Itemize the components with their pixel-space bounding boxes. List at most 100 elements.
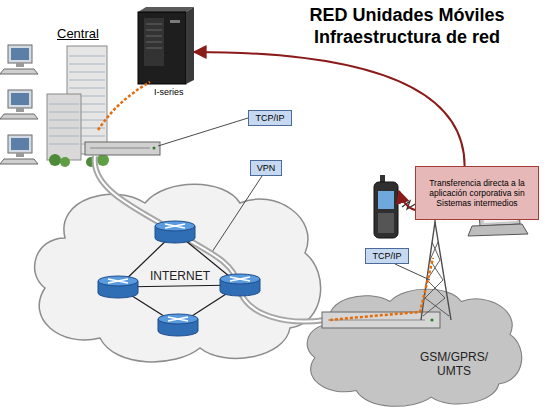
keyboard — [0, 159, 38, 164]
router-link — [175, 232, 240, 285]
shape-part — [47, 94, 81, 160]
shape-part — [49, 104, 79, 144]
node-label: TCP/IP — [372, 251, 401, 261]
shape-part — [146, 24, 162, 48]
shape-part — [170, 20, 180, 23]
computer-icon — [0, 90, 38, 119]
antenna — [433, 204, 437, 214]
monitor — [8, 135, 32, 153]
rack-device — [85, 142, 160, 155]
keyboard — [0, 69, 38, 74]
node-label: GSM/GPRS/ UMTS — [408, 350, 500, 378]
router-top — [98, 276, 138, 286]
shape-part — [300, 285, 525, 407]
laptop-base — [468, 224, 528, 236]
router-links — [118, 232, 240, 325]
screen — [11, 93, 29, 105]
shape-part — [307, 289, 522, 406]
network-cloud: GSM/GPRS/ UMTS — [300, 285, 525, 407]
mobile-terminal — [374, 182, 398, 238]
phone-keypad — [378, 213, 394, 233]
leader-line — [212, 176, 262, 252]
transfer-arrow — [194, 52, 465, 166]
vpn-tunnel — [95, 156, 325, 321]
phone-screen — [378, 191, 394, 209]
node-label: VPN — [257, 163, 276, 173]
router-symbol — [158, 314, 198, 336]
shape-part — [97, 154, 109, 166]
node-label: I-series — [154, 87, 194, 97]
protocol-tag: TCP/IP — [365, 248, 409, 264]
monitor — [8, 45, 32, 63]
server-node: I-series — [136, 6, 194, 98]
shape-part — [144, 18, 164, 66]
cell-tower — [421, 210, 451, 320]
tower-leg — [421, 222, 435, 320]
node-label: TCP/IP — [255, 113, 284, 123]
radio-link — [330, 258, 433, 320]
screen — [11, 138, 29, 150]
tower-bracing — [423, 242, 449, 316]
laptop-screen — [482, 201, 517, 223]
monitor-stand — [16, 108, 24, 112]
shape-part — [45, 26, 117, 168]
router-body — [98, 281, 138, 298]
router-body — [158, 319, 198, 336]
router-body — [155, 226, 195, 243]
rack-led — [430, 318, 433, 321]
node-label: Central — [57, 26, 115, 41]
rack-led — [153, 147, 156, 150]
router-symbol — [155, 221, 195, 243]
router-link — [118, 232, 175, 287]
router-arrows — [168, 317, 188, 321]
router-link — [118, 285, 240, 287]
rack-detail — [90, 148, 150, 149]
leader-line — [395, 264, 430, 280]
antenna — [440, 208, 448, 221]
router-body — [220, 279, 260, 296]
transfer-arrow — [399, 191, 415, 210]
router-symbol — [98, 276, 138, 298]
router-link — [178, 285, 240, 325]
building-node: Central — [45, 26, 117, 168]
router-link — [118, 287, 178, 325]
shape-part — [138, 7, 194, 12]
phone-antenna — [380, 175, 385, 184]
shape-part — [35, 184, 321, 362]
computer-icon — [0, 135, 38, 164]
tower-leg — [435, 222, 451, 320]
laptop-lid — [478, 198, 520, 226]
shape-part — [60, 157, 70, 167]
computer-icon — [0, 45, 38, 74]
router-arrows — [165, 224, 185, 228]
keyboard — [0, 114, 38, 119]
network-cloud: INTERNET — [25, 178, 325, 363]
router-top — [155, 221, 195, 231]
tower-mast — [434, 210, 435, 222]
rack-device — [322, 312, 440, 328]
shape-part — [86, 157, 96, 167]
router-symbol — [220, 274, 260, 296]
router-top — [158, 314, 198, 324]
shape-part — [49, 154, 61, 166]
shape-part — [186, 7, 194, 84]
router-arrows — [230, 277, 250, 281]
callout-box: Transferencia directa a la aplicación co… — [415, 166, 539, 220]
router-top — [220, 274, 260, 284]
rack-detail — [328, 320, 425, 321]
monitor-stand — [16, 153, 24, 157]
shape-part — [138, 12, 186, 84]
monitor — [8, 90, 32, 108]
local-link — [98, 82, 150, 130]
diagram-title: RED Unidades Móviles Infraestructura de … — [282, 4, 532, 48]
leader-line — [158, 118, 248, 146]
router-arrows — [108, 279, 128, 283]
node-label: INTERNET — [140, 269, 220, 283]
shape-part — [136, 6, 194, 98]
vpn-tunnel-core — [95, 156, 325, 321]
node-label: Transferencia directa a la aplicación co… — [420, 178, 534, 208]
protocol-tag: VPN — [250, 160, 282, 176]
antenna — [422, 208, 430, 221]
screen — [11, 48, 29, 60]
